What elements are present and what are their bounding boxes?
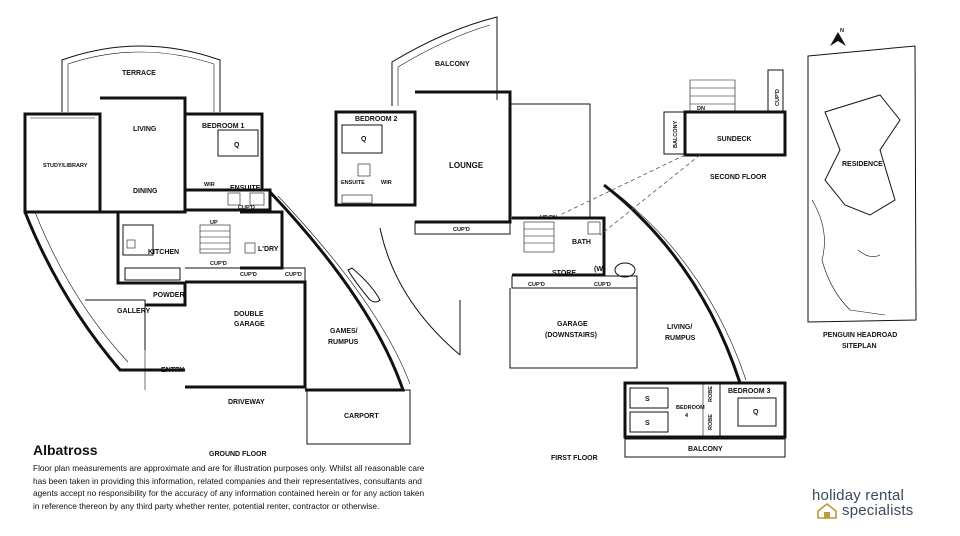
label-cupd-5: CUP'D [453, 227, 470, 233]
label-ensuite: ENSUITE [230, 185, 261, 192]
north-arrow-icon: N [830, 28, 846, 46]
house-tag-icon [817, 502, 837, 519]
label-games-top: GAMES/ [330, 328, 358, 335]
bedroom2-walls [334, 110, 417, 207]
label-balcony-2: BALCONY [688, 446, 723, 453]
kitchen-island [122, 224, 154, 256]
living-rumpus-wall [603, 183, 742, 384]
label-entry: ENTRY [161, 367, 185, 374]
carport-outline [306, 389, 411, 445]
sundeck-walls [683, 110, 787, 157]
label-ldry: L'DRY [258, 246, 279, 253]
label-living-rumpus-2: RUMPUS [665, 335, 696, 342]
label-garage-ds-2: (DOWNSTAIRS) [545, 332, 597, 339]
bedroom-3-4-walls [623, 381, 787, 439]
label-cupd-7: CUP'D [594, 282, 611, 288]
label-cupd-1: CUP'D [238, 205, 255, 211]
label-robe-1: ROBE [708, 386, 714, 402]
label-bedroom2-bed: Q [361, 136, 367, 143]
disclaimer-text: Floor plan measurements are approximate … [33, 463, 425, 511]
first-floor-plan [334, 16, 787, 458]
label-bath: BATH [572, 239, 591, 246]
label-kitchen: KITCHEN [148, 249, 179, 256]
label-living: LIVING [133, 126, 157, 133]
label-cupd-4: CUP'D [285, 272, 302, 278]
label-games-1: RUMPUS [328, 339, 359, 346]
label-garage-ds-1: GARAGE [557, 321, 588, 328]
label-powder: POWDER [153, 292, 185, 299]
label-ensuite-2: ENSUITE [341, 180, 365, 186]
living-walls [100, 96, 187, 214]
siteplan [807, 45, 917, 323]
label-bedroom3: BEDROOM 3 [728, 388, 771, 395]
link-line-1 [559, 154, 686, 216]
bed-icon [217, 129, 259, 157]
label-w: (W) [594, 266, 605, 273]
label-bedroom2: BEDROOM 2 [355, 116, 398, 123]
label-lounge: LOUNGE [449, 161, 484, 170]
property-title: Albatross [33, 442, 98, 458]
lounge-walls [415, 90, 512, 224]
label-carport: CARPORT [344, 413, 379, 420]
label-robe-2: ROBE [708, 414, 714, 430]
label-up: UP [210, 220, 218, 226]
label-store: STORE [552, 270, 576, 277]
label-gallery: GALLERY [117, 308, 151, 315]
label-driveway: DRIVEWAY [228, 399, 265, 406]
brand-line-1: holiday rental [812, 487, 905, 504]
label-study: STUDY/LIBRARY [43, 163, 88, 169]
label-balcony-3: BALCONY [673, 120, 679, 148]
label-bedroom4-bed-2: S [645, 420, 650, 427]
label-balcony-1: BALCONY [435, 61, 470, 68]
label-double-garage-2: GARAGE [234, 321, 265, 328]
outer-curve-wall [23, 211, 185, 372]
first-balcony-outline [391, 16, 498, 106]
label-cupd-3: CUP'D [240, 272, 257, 278]
label-double-garage-1: DOUBLE [234, 311, 264, 318]
label-bedroom4-bed-1: S [645, 396, 650, 403]
label-siteplan-2: SITEPLAN [842, 343, 877, 350]
ground-floor-plan [23, 45, 411, 445]
games-rumpus-walls [268, 190, 406, 392]
garage-downstairs-outline [509, 288, 638, 369]
label-wir-2: WIR [381, 180, 392, 186]
site-boundary [807, 45, 917, 323]
label-bedroom3-bed: Q [753, 409, 759, 416]
label-living-rumpus-1: LIVING/ [667, 324, 692, 331]
label-dn: DN [697, 106, 705, 112]
double-garage-walls [185, 280, 307, 389]
residence-outline [824, 94, 901, 216]
label-bedroom1: BEDROOM 1 [202, 123, 245, 130]
label-residence: RESIDENCE [842, 161, 883, 168]
label-wir-1: WIR [204, 182, 215, 188]
label-bedroom4-num: 4 [685, 413, 689, 419]
second-floor-plan [559, 69, 787, 236]
label-terrace: TERRACE [122, 70, 156, 77]
link-line-2 [599, 154, 701, 236]
brand-line-2: specialists [842, 502, 914, 519]
svg-text:N: N [840, 28, 844, 34]
terrace-outline [61, 45, 221, 112]
label-sundeck: SUNDECK [717, 136, 752, 143]
label-dining: DINING [133, 188, 158, 195]
label-ground-floor: GROUND FLOOR [209, 451, 267, 458]
label-cupd-6: CUP'D [528, 282, 545, 288]
label-cupd-2: CUP'D [210, 261, 227, 267]
label-bedroom4: BEDROOM [676, 405, 705, 411]
label-first-floor: FIRST FLOOR [551, 455, 598, 462]
label-cupd-8: CUP'D [775, 89, 781, 106]
label-bedroom1-bed: Q [234, 142, 240, 149]
label-second-floor: SECOND FLOOR [710, 174, 766, 181]
label-siteplan-1: PENGUIN HEADROAD [823, 332, 897, 339]
label-updn: UP DN [540, 215, 557, 221]
brand-logo: holiday rental specialists [812, 487, 942, 519]
